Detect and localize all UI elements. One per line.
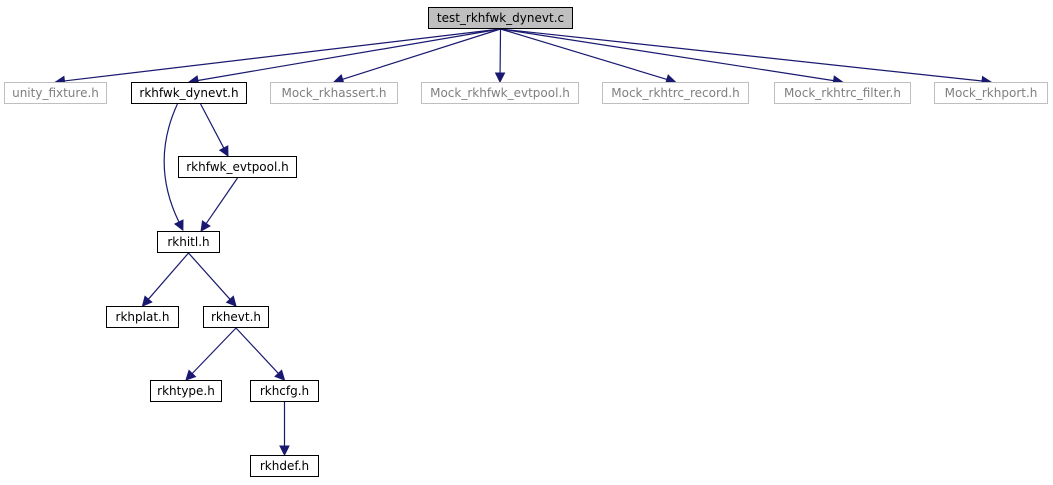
edge-rkhfwk_evtpool-to-rkhitl (205, 177, 238, 224)
arrowhead-rkhevt-to-rkhcfg (274, 369, 286, 381)
node-rkhtype-h[interactable]: rkhtype.h (150, 380, 222, 402)
edge-rkhfwk_dynevt-to-rkhitl (163, 103, 180, 223)
edge-rkhevt-to-rkhtype (191, 327, 237, 374)
arrowhead-rkhfwk_dynevt-to-rkhitl (173, 219, 184, 232)
arrowhead-rkhfwk_evtpool-to-rkhitl (200, 220, 211, 232)
arrowhead-rkhcfg-to-rkhdef (279, 445, 290, 457)
edge-root-to-mock_rkhassert (342, 28, 501, 80)
node-mock-rkhtrc-record-h[interactable]: Mock_rkhtrc_record.h (602, 82, 749, 104)
arrowhead-rkhitl-to-rkhplat (141, 295, 153, 307)
node-mock-rkhassert-h[interactable]: Mock_rkhassert.h (270, 82, 398, 104)
node-rkhfwk-dynevt-h[interactable]: rkhfwk_dynevt.h (131, 82, 247, 104)
node-unity-fixture-h[interactable]: unity_fixture.h (4, 82, 107, 104)
node-rkhdef-h[interactable]: rkhdef.h (250, 455, 319, 477)
edge-root-to-rkhfwk_dynevt (197, 28, 501, 82)
arrowhead-rkhfwk_dynevt-to-rkhfwk_evtpool (218, 145, 229, 157)
node-rkhitl-h[interactable]: rkhitl.h (157, 231, 220, 253)
edge-root-to-mock_rkhtrc_filter (500, 28, 834, 82)
arrowhead-root-to-mock_rkhfwk_evtpool (494, 72, 506, 84)
node-rkhevt-h[interactable]: rkhevt.h (203, 306, 269, 328)
node-mock-rkhfwk-evtpool-h[interactable]: Mock_rkhfwk_evtpool.h (421, 82, 579, 104)
edge-rkhitl-to-rkhplat (147, 252, 189, 300)
node-rkhcfg-h[interactable]: rkhcfg.h (250, 380, 319, 402)
node-rkhplat-h[interactable]: rkhplat.h (106, 306, 179, 328)
edge-root-to-unity_fixture (64, 28, 501, 82)
arrowhead-rkhitl-to-rkhevt (225, 295, 237, 307)
node-mock-rkhport-h[interactable]: Mock_rkhport.h (934, 82, 1048, 104)
arrowhead-rkhevt-to-rkhtype (185, 369, 197, 381)
edge-rkhitl-to-rkhevt (188, 252, 231, 300)
edge-root-to-mock_rkhport (500, 28, 983, 82)
node-test-rkhfwk-dynevt-c[interactable]: test_rkhfwk_dynevt.c (428, 7, 573, 29)
node-mock-rkhtrc-filter-h[interactable]: Mock_rkhtrc_filter.h (774, 82, 911, 104)
edge-root-to-mock_rkhtrc_record (500, 28, 668, 80)
edge-rkhfwk_dynevt-to-rkhfwk_evtpool (200, 103, 225, 149)
node-rkhfwk-evtpool-h[interactable]: rkhfwk_evtpool.h (178, 156, 297, 178)
edge-rkhevt-to-rkhcfg (235, 327, 279, 374)
